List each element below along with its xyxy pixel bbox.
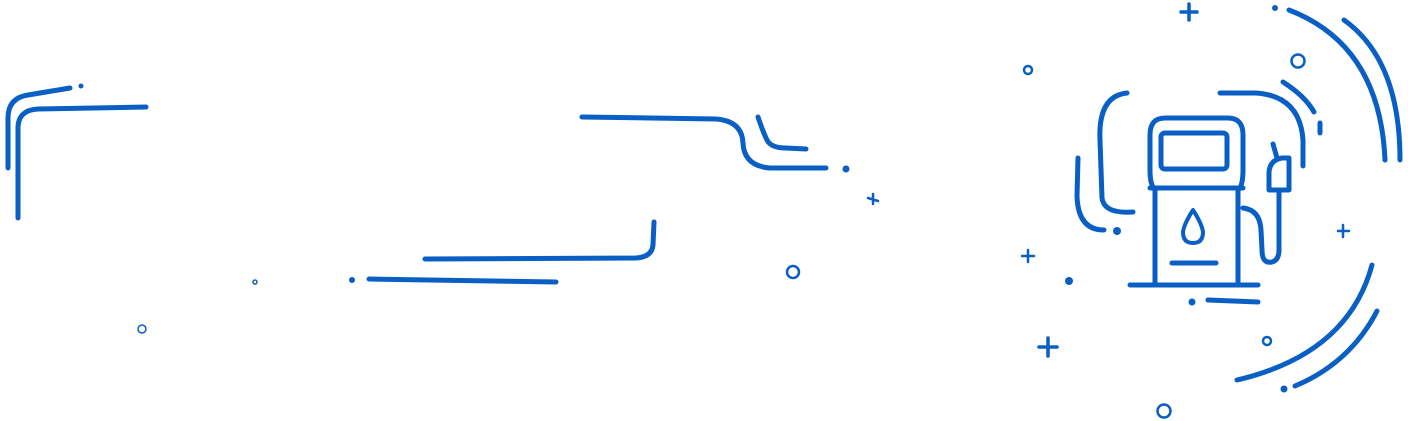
right-sparkles	[1020, 2, 1351, 419]
pump-arcs-decoration	[1074, 5, 1403, 393]
ring-dot-icon	[137, 324, 147, 334]
middle-sparkles	[137, 192, 880, 334]
ring-dot-icon	[1261, 335, 1273, 347]
sparkle-plus-icon	[1336, 223, 1351, 239]
fuel-pump-icon	[1127, 115, 1292, 288]
ring-dot-icon	[1022, 64, 1034, 76]
ring-dot-icon	[252, 279, 258, 285]
left-frame-decoration	[5, 83, 149, 221]
sparkle-plus-icon	[1020, 248, 1036, 264]
ring-dot-icon	[785, 264, 801, 280]
sparkle-plus-icon	[1037, 336, 1059, 358]
sparkle-plus-icon	[866, 192, 880, 206]
lower-line-decoration	[349, 219, 657, 285]
ring-dot-icon	[1290, 53, 1306, 69]
ring-dot-icon	[1065, 277, 1073, 285]
middle-curve-decoration	[579, 114, 850, 173]
ring-dot-icon	[1156, 403, 1172, 419]
sparkle-plus-icon	[1179, 2, 1199, 22]
